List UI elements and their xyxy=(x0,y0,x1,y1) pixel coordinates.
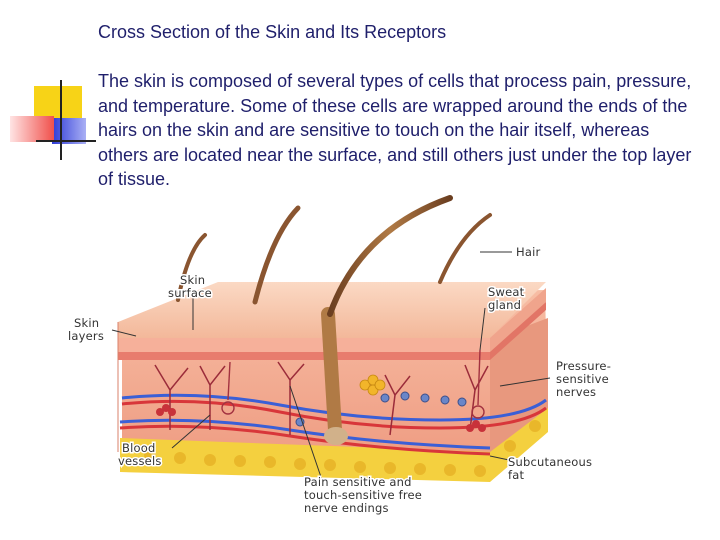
label-skin-surface: Skin surface xyxy=(168,273,212,300)
subcutaneous-fat-leader xyxy=(489,455,529,465)
decor-red-bar xyxy=(10,116,54,142)
pressure-nerves-leader xyxy=(499,377,551,387)
label-pressure-nerves: Pressure- sensitive nerves xyxy=(556,359,615,399)
label-pain-endings: Pain sensitive and touch-sensitive free … xyxy=(304,475,426,515)
label-subcutaneous-fat: Subcutaneous fat xyxy=(508,455,596,482)
hair-shafts xyxy=(176,195,492,445)
label-skin-layers: Skin layers xyxy=(68,316,104,343)
sebaceous-gland xyxy=(359,374,386,396)
decor-vertical-line xyxy=(60,80,62,160)
label-hair: Hair xyxy=(516,245,540,259)
slide-title: Cross Section of the Skin and Its Recept… xyxy=(98,22,447,42)
skin-cross-section-diagram: Hair Skin surface Sweat gland Skin layer… xyxy=(67,195,615,517)
label-sweat-gland: Sweat gland xyxy=(488,285,528,312)
touch-receptor-clusters xyxy=(156,404,486,432)
blood-vessels-leader xyxy=(171,414,211,449)
sweat-glands xyxy=(221,349,485,419)
pressure-receptors xyxy=(295,391,467,427)
label-blood-vessels: Blood vessels xyxy=(118,441,162,468)
skin-layers-leader xyxy=(111,329,137,337)
decor-blue-square xyxy=(52,118,86,144)
slide-body-text: The skin is composed of several types of… xyxy=(98,71,692,189)
sweat-gland-leader xyxy=(479,307,486,351)
decor-horizontal-line xyxy=(36,140,96,142)
subcutaneous-fat-layer xyxy=(120,408,548,482)
pain-endings-leader xyxy=(289,385,323,481)
